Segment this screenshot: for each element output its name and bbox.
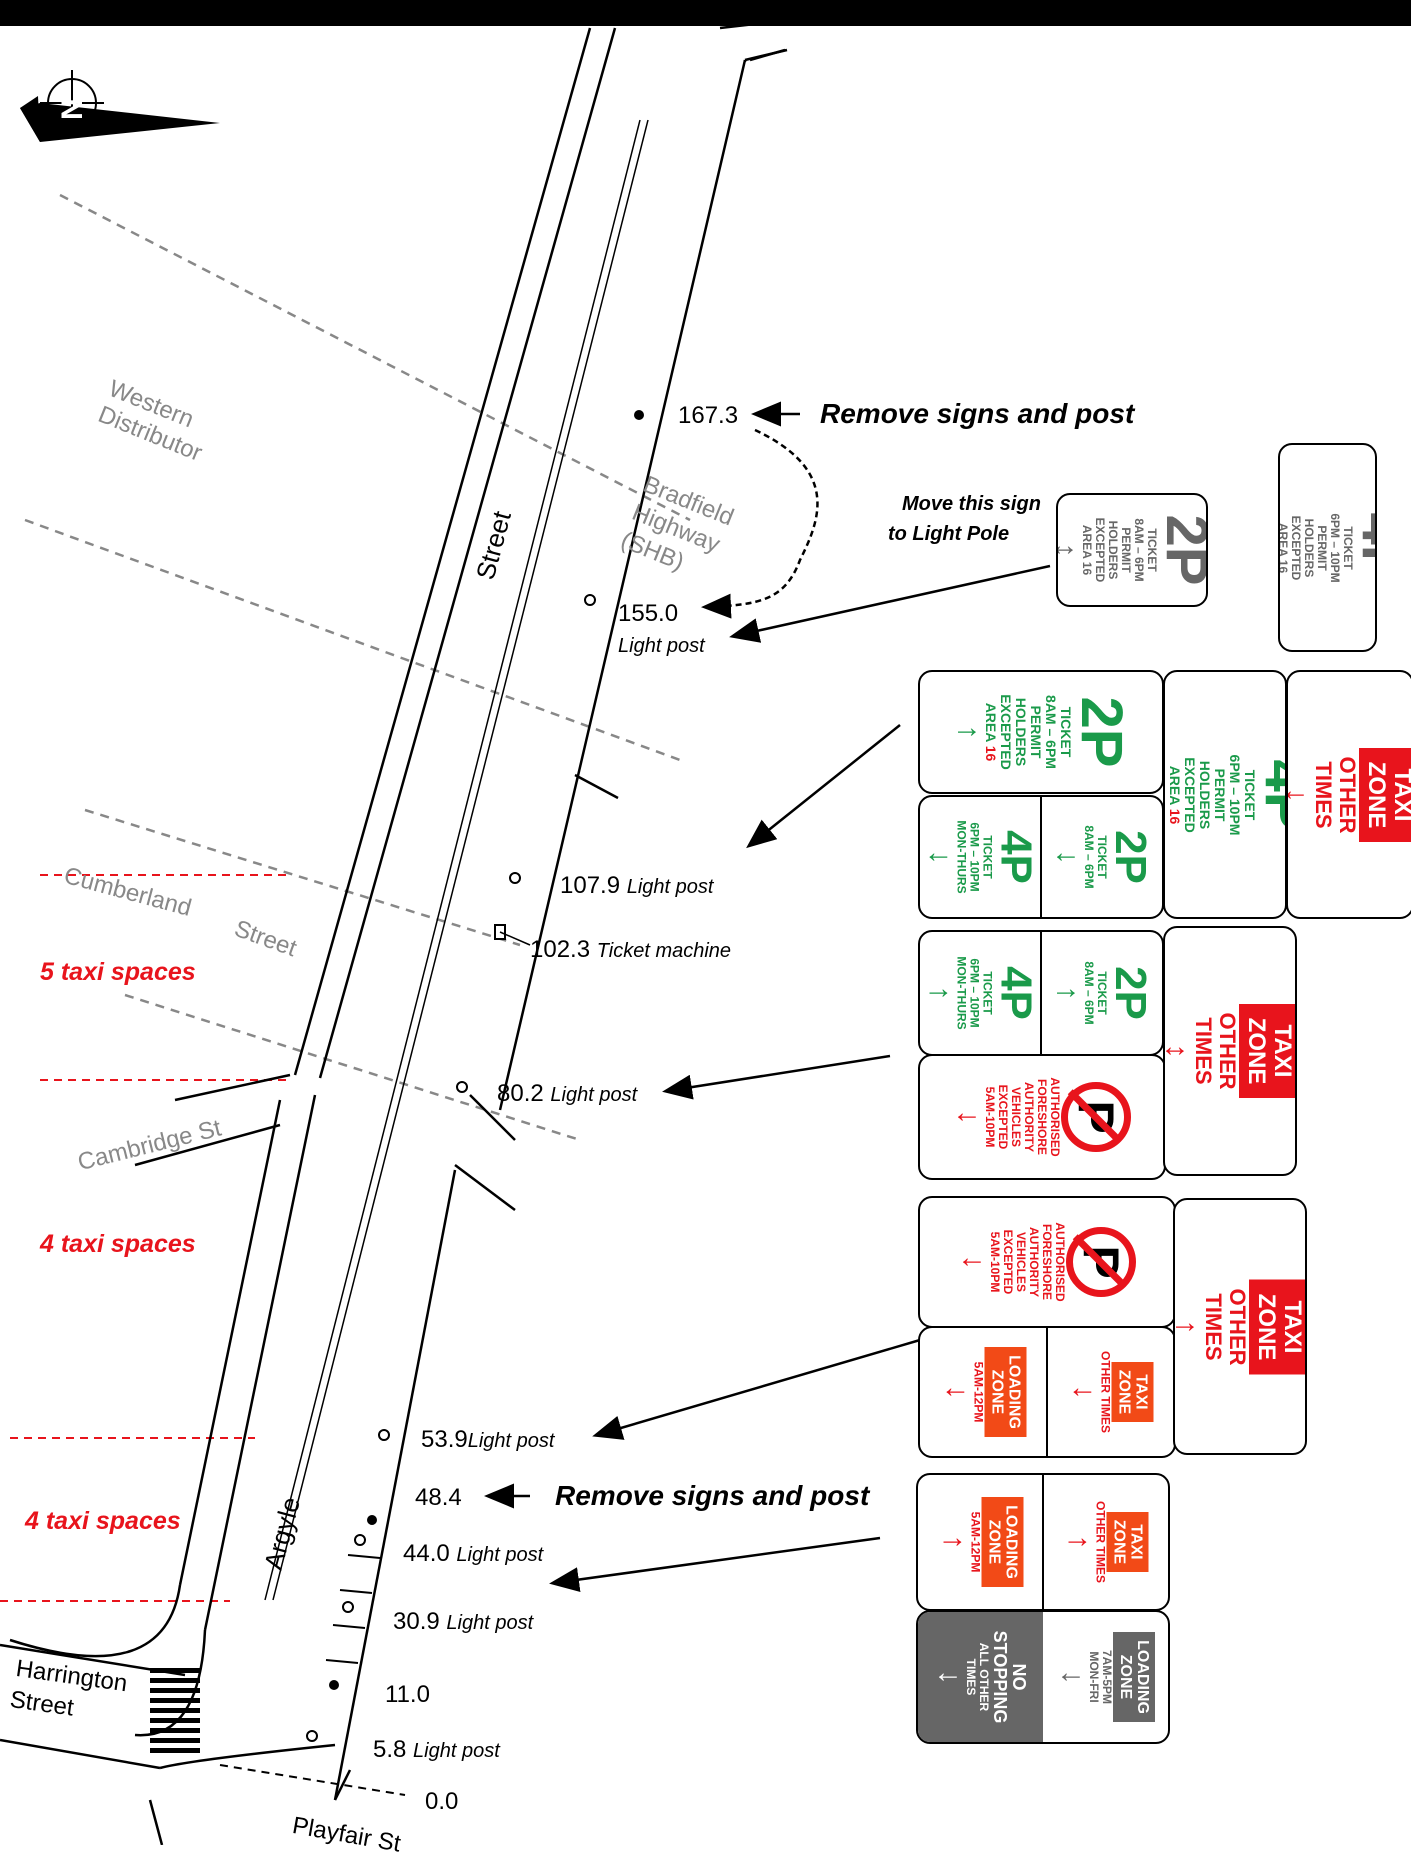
action-remove-bottom: Remove signs and post [555,1480,870,1511]
sign-4p-grey: 4P TICKET 6PM – 10PM PERMIT HOLDERS EXCE… [1278,443,1377,652]
chainage-0-0: 0.0 [425,1788,459,1815]
no-parking-icon: P [1066,1227,1136,1297]
chainage-5-8: 5.8 Light post [373,1736,500,1763]
sign-2p-4p-split-a: 4P TICKET 6PM – 10PM MON-THURS ↓ 2P TICK… [918,795,1164,919]
sign-2p-green-a: 2P TICKET 8AM – 6PM PERMIT HOLDERS EXCEP… [918,670,1164,794]
western-distributor-edge-1 [59,193,691,522]
chainage-53-9: 53.9Light post [421,1426,555,1453]
action-remove-top: Remove signs and post [820,398,1135,429]
action-move-line2: to Light Pole [888,523,1010,545]
chainage-167-3: 167.3 [678,402,739,429]
chainage-11-0: 11.0 [385,1681,430,1708]
taxi-spaces-label-4b: 4 taxi spaces [25,1507,181,1535]
top-black-bar [0,0,1411,26]
chainage-30-9: 30.9 Light post [393,1608,534,1635]
chainage-48-4: 48.4 [415,1484,462,1511]
chainage-102-3: 102.3 Ticket machine [530,936,732,963]
chainage-155-0: 155.0 [618,600,679,627]
chainage-107-9: 107.9 Light post [560,872,714,899]
chainage-155-note: Light post [618,635,705,657]
taxi-spaces-label-4a: 4 taxi spaces [40,1230,196,1258]
sign-2p-grey: 2P TICKET 8AM – 6PM PERMIT HOLDERS EXCEP… [1056,493,1208,607]
western-distributor-edge-2 [24,518,681,762]
no-parking-icon: P [1061,1082,1131,1152]
sign-4p-green-a: 4P TICKET 6PM – 10PM PERMIT HOLDERS EXCE… [1163,670,1287,919]
chainage-80-2: 80.2 Light post [497,1080,638,1107]
svg-text:N: N [56,98,89,120]
sign-no-parking-c: P AUTHORISED FORESHORE AUTHORITY VEHICLE… [918,1196,1176,1328]
taxi-spaces-label-5: 5 taxi spaces [40,958,196,986]
sign-2p-4p-split-b: 4P TICKET 6PM – 10PM MON-THURS ↑ 2P TICK… [918,930,1164,1056]
sign-no-parking-b: P AUTHORISED FORESHORE AUTHORITY VEHICLE… [918,1054,1166,1180]
action-move-line1: Move this sign [902,493,1041,515]
chainage-44-0: 44.0 Light post [403,1540,544,1567]
north-arrow-icon: N [20,70,220,142]
